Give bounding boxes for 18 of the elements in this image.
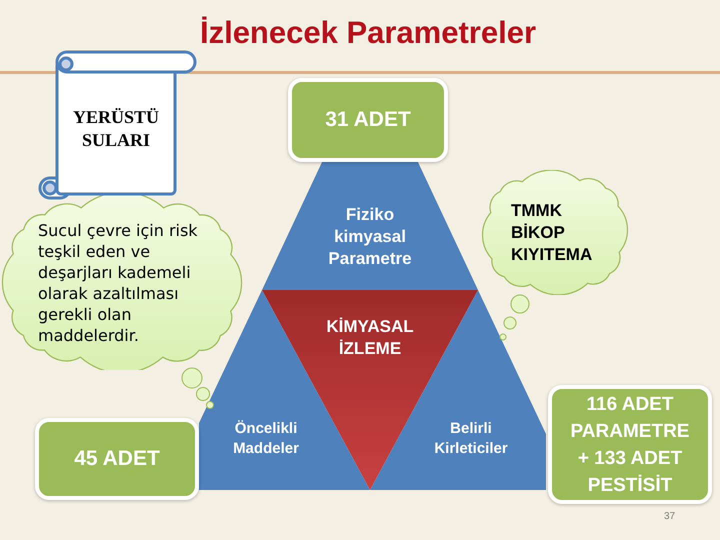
count-label: 31 ADET (325, 107, 411, 133)
count-panel (548, 385, 712, 504)
thought-cloud (0, 195, 244, 370)
banner-label: YERÜSTÜ SULARI (72, 106, 160, 152)
segment-label: Öncelikli Maddeler (232, 419, 300, 459)
segment-label: Fiziko kimyasal Parametre (327, 204, 413, 270)
pyramid-segment (262, 160, 478, 290)
cloud-text: Sucul çevre için risk teşkil eden ve deşarjları kademeli olarak azaltılması gerekli olan maddelerdir. (38, 220, 199, 346)
count-panel (288, 78, 448, 162)
slide-title: İzlenecek Parametreler (200, 14, 536, 52)
segment-label: Belirli Kirleticiler (433, 419, 509, 459)
count-panel (35, 418, 199, 500)
cloud-text: TMMK BİKOP KIYITEMA (511, 200, 594, 266)
count-label: 116 ADET PARAMETRE + 133 ADET PESTİSİT (570, 392, 690, 498)
thought-cloud (480, 170, 630, 295)
count-label: 45 ADET (74, 446, 160, 472)
segment-label: KİMYASAL İZLEME (325, 316, 415, 360)
page-number: 37 (664, 511, 676, 523)
